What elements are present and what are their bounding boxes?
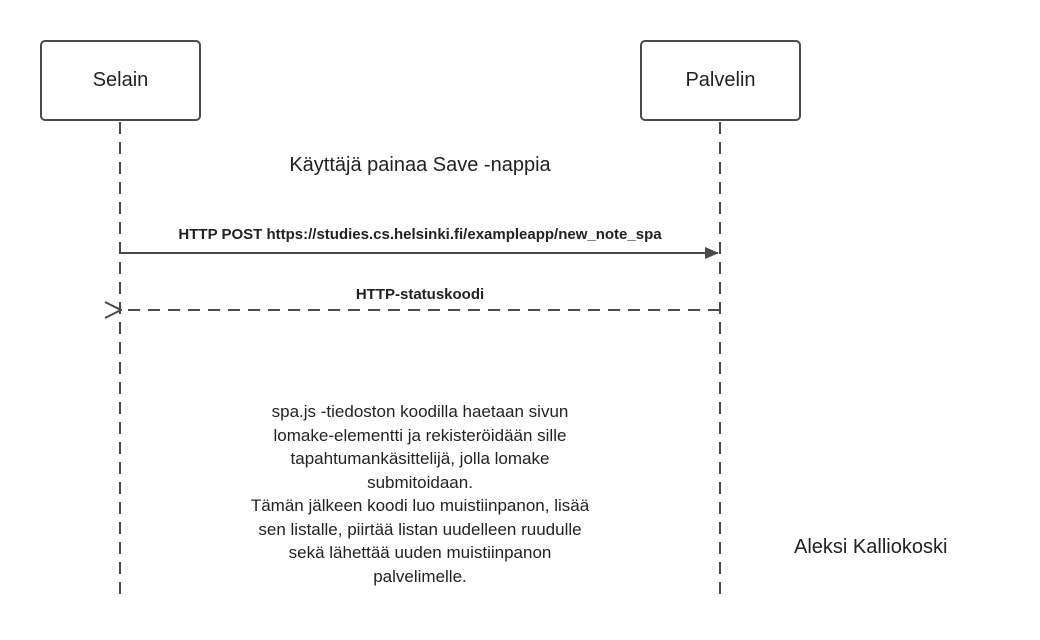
note-save-click: Käyttäjä painaa Save -nappia [289,154,551,176]
note-spa-line: palvelimelle. [373,566,467,586]
actor-browser-box: Selain [40,40,201,121]
note-spa-line: sen listalle, piirtää listan uudelleen r… [258,519,582,539]
note-spa-line: sekä lähettää uuden muistiinpanon [288,543,552,562]
actor-server-label: Palvelin [685,69,756,91]
message-status-label: HTTP-statuskoodi [355,286,485,303]
note-spa-description: spa.js -tiedoston koodilla haetaan sivun… [220,400,620,588]
actor-browser-label: Selain [92,69,149,91]
note-spa-line: submitoidaan. [367,472,473,492]
note-spa-line: tapahtumankäsittelijä, jolla lomake [290,449,550,468]
actor-server-box: Palvelin [640,40,801,121]
note-spa-line: lomake-elementti ja rekisteröidään sille [273,425,567,445]
message-post-label: HTTP POST https://studies.cs.helsinki.fi… [178,226,662,243]
author-name: Aleksi Kalliokoski [794,536,948,558]
note-spa-line: Tämän jälkeen koodi luo muistiinpanon, l… [250,496,590,515]
note-spa-line: spa.js -tiedoston koodilla haetaan sivun [271,402,569,421]
